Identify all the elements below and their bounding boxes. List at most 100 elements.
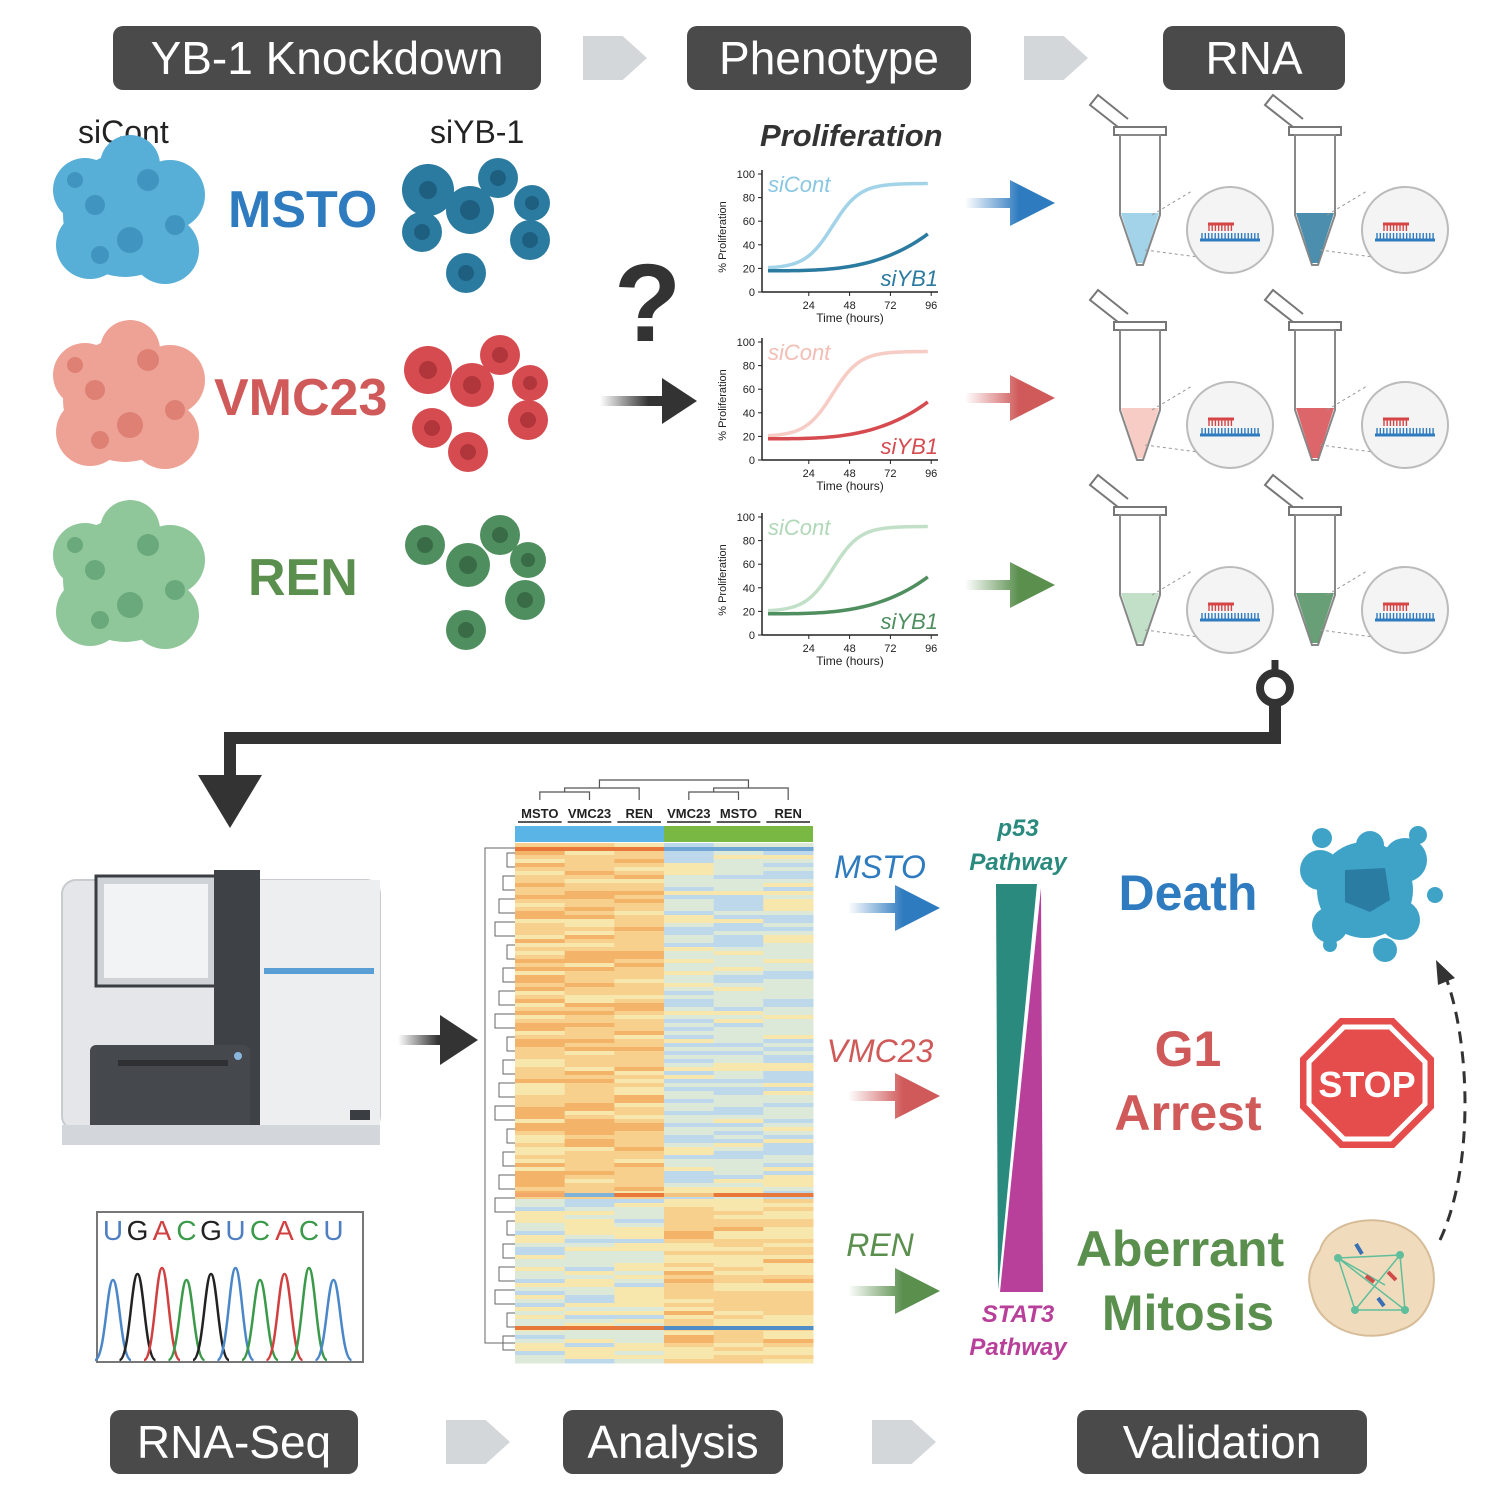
- arrow-vmc23-rna: [965, 375, 1055, 421]
- chart-ytick: 60: [743, 384, 755, 396]
- chromatogram-peak: [191, 1272, 231, 1362]
- chart-ytick: 0: [749, 630, 755, 642]
- row-dendrogram: [484, 847, 515, 1351]
- chart-xtick: 24: [803, 643, 815, 655]
- chart-ylabel: % Proliferation: [717, 369, 729, 441]
- chart-xtick: 72: [884, 300, 896, 312]
- pathway-p53-line2: Pathway: [969, 849, 1068, 876]
- series-siyb1-label: siYB1: [881, 434, 938, 459]
- cluster-vmc23-siyb1: [404, 335, 548, 472]
- step-validation: Validation: [1077, 1410, 1367, 1474]
- sequence-base: G: [200, 1215, 222, 1246]
- mitosis-cell-icon: [1308, 1219, 1435, 1337]
- chart-xtick: 96: [925, 643, 937, 655]
- pathway-stat3-line1: STAT3: [982, 1301, 1055, 1328]
- sequence-base: C: [299, 1215, 319, 1246]
- proliferation-title: Proliferation: [760, 118, 943, 153]
- chromatogram-peak: [314, 1278, 353, 1362]
- chart-ytick: 80: [743, 193, 755, 205]
- step-analysis: Analysis: [563, 1410, 783, 1474]
- cluster-vmc23-sicont: [53, 320, 205, 469]
- sequence-base: A: [153, 1215, 172, 1246]
- chart-ytick: 100: [737, 512, 755, 524]
- chart-xtick: 72: [884, 643, 896, 655]
- series-siyb1-line: [767, 400, 929, 441]
- chart-ytick: 80: [743, 361, 755, 373]
- chromatogram-peak: [93, 1278, 133, 1362]
- chart-xtick: 48: [843, 468, 855, 480]
- stat3-pathway-wedge: [1000, 888, 1043, 1292]
- tube-ren-sicont: [1088, 473, 1274, 654]
- outcome-arrow-msto: MSTO: [834, 849, 926, 885]
- series-siyb1-label: siYB1: [881, 609, 938, 634]
- chart-ytick: 80: [743, 536, 755, 548]
- step-knockdown: YB-1 Knockdown: [113, 26, 541, 90]
- heatmap-column-label: MSTO: [521, 806, 558, 821]
- column-dendrogram: [539, 779, 789, 800]
- cell-line-ren: REN: [248, 549, 358, 607]
- chart-ytick: 40: [743, 240, 755, 252]
- tube-vmc23-siyb1: [1263, 288, 1449, 469]
- sequence-base: U: [225, 1215, 245, 1246]
- chart-ytick: 0: [749, 455, 755, 467]
- chromatogram-peak: [167, 1278, 206, 1362]
- stop-sign-icon: STOP: [1300, 1018, 1434, 1148]
- heatmap-column-label: VMC23: [568, 806, 611, 821]
- cluster-ren-siyb1: [405, 515, 546, 650]
- outcome-arrest: Arrest: [1114, 1085, 1262, 1141]
- outcome-mitosis: Mitosis: [1102, 1285, 1274, 1341]
- series-sicont-line: [767, 349, 928, 438]
- chromatogram-peak: [216, 1266, 255, 1362]
- chart-xtick: 24: [803, 468, 815, 480]
- chart-xtick: 24: [803, 300, 815, 312]
- series-sicont-line: [767, 181, 928, 270]
- chromatogram-peak: [240, 1278, 280, 1362]
- arrow-to-heatmap: [398, 1015, 478, 1065]
- heatmap-column-label: MSTO: [720, 806, 757, 821]
- chart-ytick: 0: [749, 287, 755, 299]
- chromatogram-peak: [142, 1266, 182, 1362]
- heatmap-column-label: REN: [774, 806, 801, 821]
- cluster-msto-sicont: [53, 135, 205, 284]
- series-sicont-line: [767, 524, 928, 613]
- arrow-to-phenotype: [600, 378, 697, 424]
- tube-msto-siyb1: [1263, 93, 1449, 274]
- outcome-g1: G1: [1155, 1021, 1222, 1077]
- chromatogram-peak: [118, 1272, 157, 1362]
- chart-ytick: 100: [737, 337, 755, 349]
- chart-xtick: 96: [925, 300, 937, 312]
- series-sicont-label: siCont: [768, 515, 831, 540]
- p53-pathway-wedge: [996, 884, 1037, 1290]
- chart-ytick: 40: [743, 408, 755, 420]
- step-rnaseq: RNA-Seq: [110, 1410, 358, 1474]
- step-rna: RNA: [1163, 26, 1345, 90]
- heatmap-group-bar-2: [664, 826, 813, 842]
- dashed-arrow-head: [1436, 960, 1455, 985]
- chromatogram-peak: [289, 1266, 329, 1362]
- chart-xtick: 48: [843, 300, 855, 312]
- chart-ytick: 40: [743, 583, 755, 595]
- series-sicont-label: siCont: [768, 340, 831, 365]
- outcome-death: Death: [1119, 865, 1258, 921]
- heatmap-column-label: REN: [625, 806, 652, 821]
- sequence-base: G: [127, 1215, 149, 1246]
- tube-vmc23-sicont: [1088, 288, 1274, 469]
- chart-xtick: 96: [925, 468, 937, 480]
- arrow-ren-outcome: [848, 1268, 940, 1314]
- chart-xtick: 48: [843, 643, 855, 655]
- outcome-arrow-ren: REN: [846, 1227, 914, 1263]
- chart-ytick: 20: [743, 431, 755, 443]
- chart-xlabel: Time (hours): [816, 479, 884, 493]
- tube-ren-siyb1: [1263, 473, 1449, 654]
- outcome-aberrant: Aberrant: [1076, 1221, 1285, 1277]
- chromatogram-peak: [265, 1272, 304, 1362]
- tube-msto-sicont: [1088, 93, 1274, 274]
- series-siyb1-line: [767, 232, 929, 273]
- chart-xlabel: Time (hours): [816, 654, 884, 668]
